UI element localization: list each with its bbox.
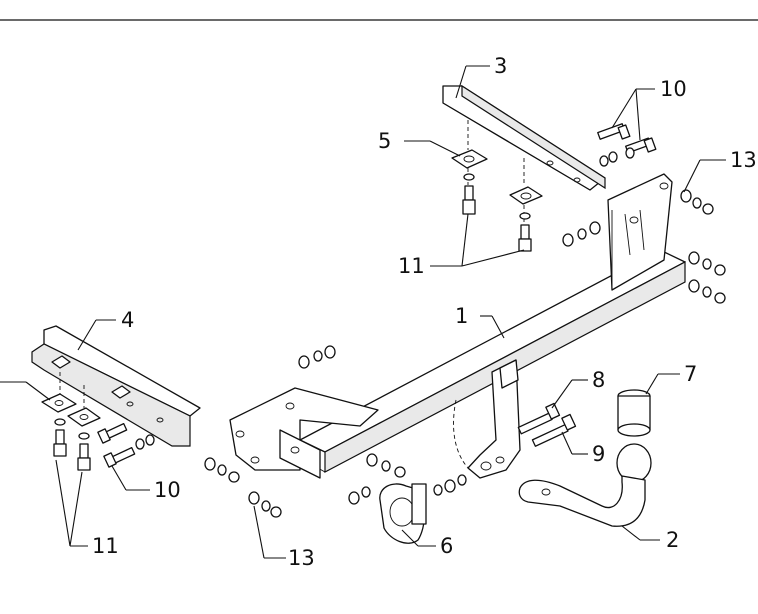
callout-1: 1 bbox=[455, 304, 468, 328]
part-11-bolts-lower bbox=[53, 418, 91, 471]
part-6-socket-plate bbox=[348, 474, 467, 544]
part-8-bolt bbox=[517, 402, 561, 435]
callout-13-lower: 13 bbox=[288, 546, 315, 570]
part-1-crossbar bbox=[229, 173, 686, 479]
callout-11-lower: 11 bbox=[92, 534, 119, 558]
callout-3: 3 bbox=[494, 54, 507, 78]
part-7-towball bbox=[616, 389, 652, 483]
part-11-bolts-upper bbox=[462, 173, 532, 252]
part-10-bolts-upper bbox=[597, 123, 657, 167]
part-9-bolt bbox=[531, 413, 577, 447]
leader-lines bbox=[0, 65, 726, 559]
callout-10-upper: 10 bbox=[660, 77, 687, 101]
callout-7: 7 bbox=[684, 362, 697, 386]
part-13-washers-lower bbox=[204, 345, 406, 518]
callout-10-lower: 10 bbox=[154, 478, 181, 502]
callout-2: 2 bbox=[666, 528, 679, 552]
part-5-plates-lower bbox=[41, 372, 101, 427]
part-3-bracket bbox=[442, 84, 606, 191]
callout-11-upper: 11 bbox=[398, 254, 425, 278]
part-13-washers-upper bbox=[562, 189, 726, 304]
part-2-ball-neck bbox=[518, 475, 646, 527]
callout-9: 9 bbox=[592, 442, 605, 466]
part-5-plates-upper bbox=[451, 120, 543, 222]
callout-5: 5 bbox=[378, 129, 391, 153]
callout-6: 6 bbox=[440, 534, 453, 558]
part-4-bracket-left bbox=[31, 325, 201, 447]
callout-8: 8 bbox=[592, 368, 605, 392]
callout-13-upper: 13 bbox=[730, 148, 757, 172]
part-10-bolts-lower bbox=[97, 422, 155, 468]
callout-4: 4 bbox=[121, 308, 134, 332]
